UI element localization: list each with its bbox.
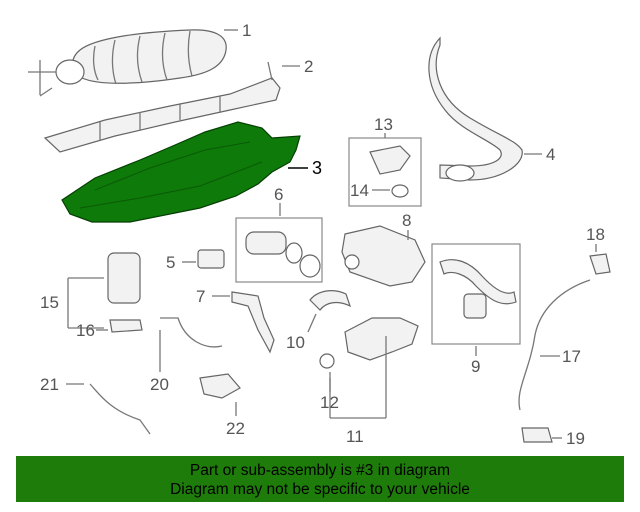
- part-3-heat-shield[interactable]: [61, 121, 301, 223]
- callout-9: 9: [471, 357, 480, 376]
- banner-line-1: Part or sub-assembly is #3 in diagram: [189, 462, 451, 479]
- callout-8: 8: [402, 211, 411, 230]
- callout-18: 18: [586, 225, 605, 244]
- callout-14: 14: [350, 181, 369, 200]
- part-12-o-ring[interactable]: [319, 353, 335, 369]
- part-21-sensor-wire[interactable]: [89, 383, 151, 435]
- part-11-valve-assembly[interactable]: [344, 317, 419, 361]
- callout-15: 15: [40, 293, 59, 312]
- part-19-gasket[interactable]: [521, 427, 553, 443]
- callout-19: 19: [566, 429, 585, 448]
- part-13-sensor[interactable]: [369, 145, 411, 175]
- part-6-valve-kit[interactable]: [245, 231, 321, 278]
- callout-6: 6: [274, 185, 283, 204]
- callout-4: 4: [546, 145, 555, 164]
- callout-1: 1: [242, 21, 251, 40]
- part-8-purge-valve[interactable]: [341, 225, 426, 287]
- part-10-hose[interactable]: [309, 290, 352, 311]
- callout-5: 5: [166, 253, 175, 272]
- callout-3: 3: [312, 158, 322, 178]
- callout-11: 11: [346, 427, 364, 446]
- callout-2: 2: [304, 57, 313, 76]
- callout-22: 22: [226, 419, 245, 438]
- callout-17: 17: [562, 347, 581, 366]
- part-2-canister-bracket[interactable]: [43, 61, 281, 153]
- callout-20: 20: [150, 375, 169, 394]
- callout-12: 12: [320, 393, 339, 412]
- banner-line-2: Diagram may not be specific to your vehi…: [170, 481, 470, 498]
- part-17-tube[interactable]: [518, 279, 591, 411]
- part-1-evap-canister[interactable]: [28, 29, 227, 97]
- leader-lines: [66, 29, 597, 439]
- part-5-sensor[interactable]: [197, 249, 225, 269]
- part-22-bracket[interactable]: [199, 373, 241, 399]
- notice-banner: Part or sub-assembly is #3 in diagram Di…: [16, 456, 624, 502]
- part-9-box: [431, 243, 521, 345]
- part-14-seal[interactable]: [391, 184, 409, 198]
- callout-16: 16: [76, 321, 95, 340]
- part-6-box: [235, 217, 323, 283]
- callout-21: 21: [40, 375, 59, 394]
- part-9-valve-kit[interactable]: [439, 259, 517, 319]
- parts-diagram: 1 2 3 4 5 6 7 8 9 10 11 12 13 14 15 16 1…: [28, 21, 611, 448]
- callout-7: 7: [196, 287, 205, 306]
- callout-13: 13: [374, 115, 393, 134]
- part-20-sensor-wire[interactable]: [160, 317, 223, 348]
- part-4-filler-pipe[interactable]: [428, 36, 523, 182]
- part-15-egr-valve[interactable]: [107, 252, 141, 304]
- part-7-bracket[interactable]: [231, 291, 275, 354]
- part-16-gasket[interactable]: [109, 319, 143, 333]
- part-18-bracket[interactable]: [589, 253, 611, 275]
- callout-10: 10: [286, 333, 305, 352]
